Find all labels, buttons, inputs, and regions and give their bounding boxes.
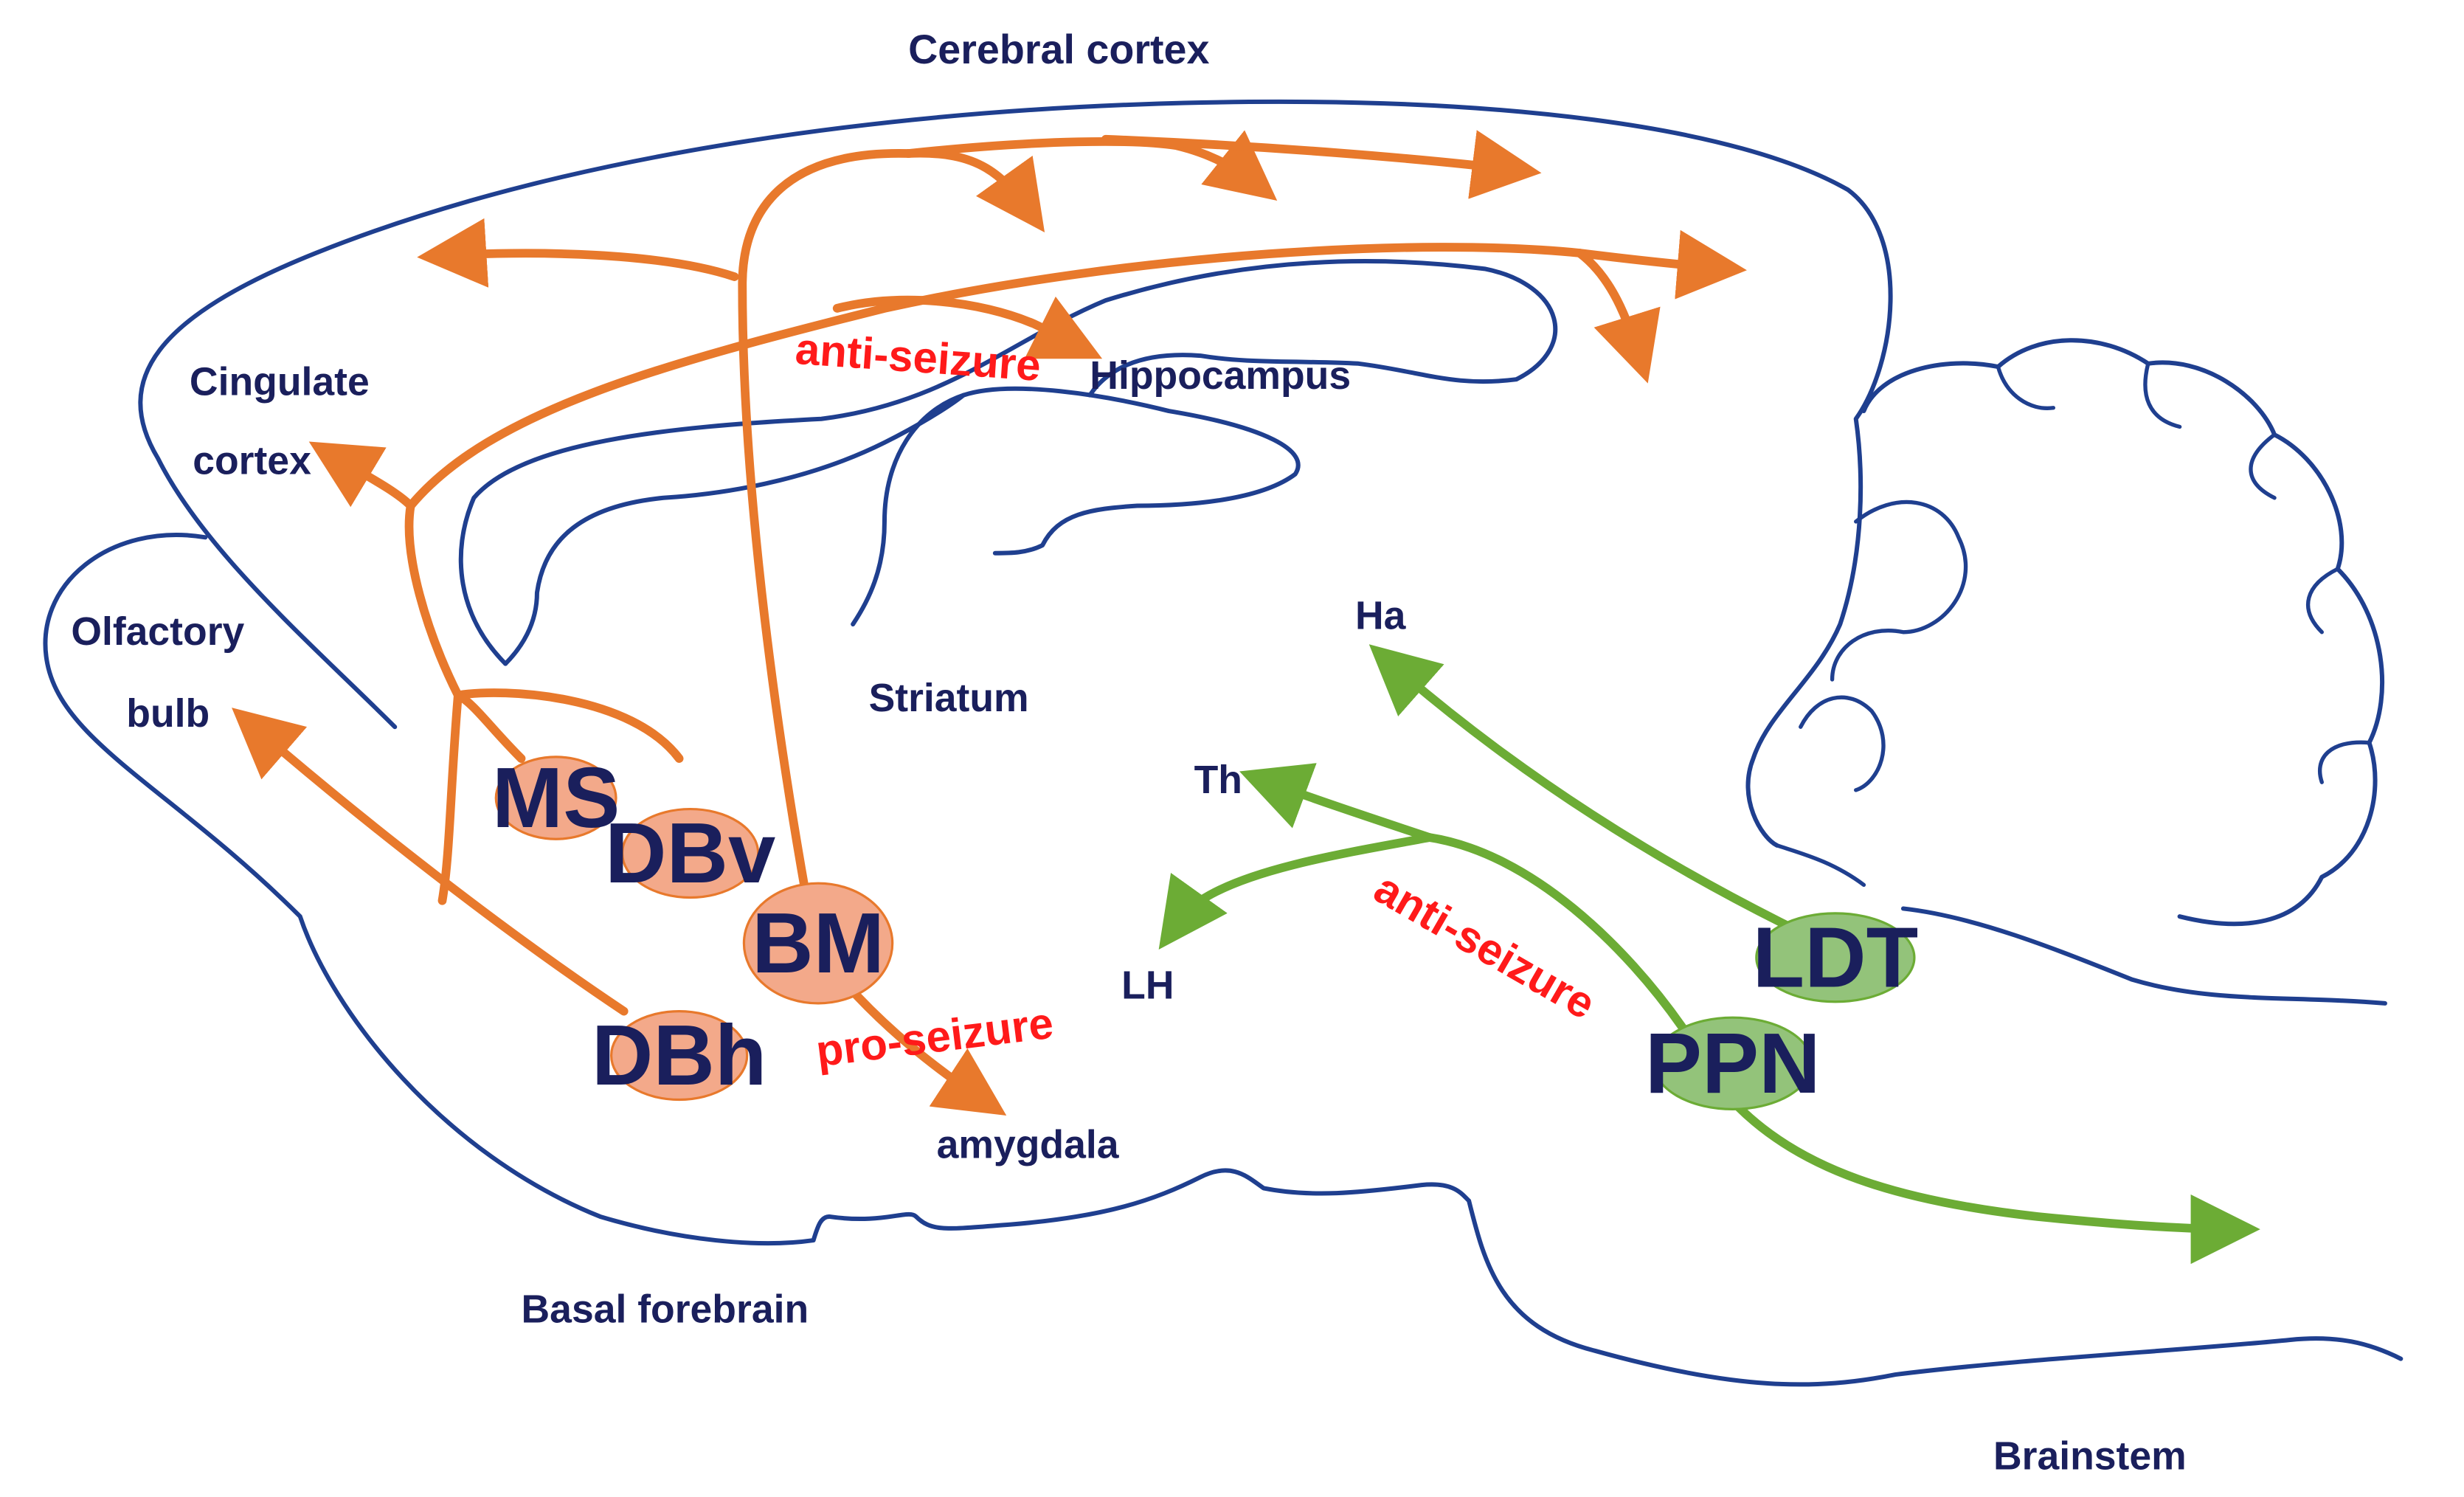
olfactory-bulb-outline (43, 533, 832, 1246)
ms-to-dbh-trunk (437, 691, 463, 905)
label-olfactory-line2: bulb (126, 692, 210, 736)
ventral-outline (827, 1168, 2404, 1387)
label-basal-forebrain: Basal forebrain (522, 1287, 809, 1331)
to-hippocampus (832, 295, 1103, 359)
brainstem-top-outline (1900, 906, 2387, 1006)
to-cortex-rostral (417, 218, 739, 288)
to-cortex-dorsal-3 (1101, 130, 1542, 199)
label-amygdala: amygdala (937, 1124, 1120, 1167)
label-cingulate-line2: cortex (193, 440, 311, 483)
nucleus-dbv: DBv (605, 806, 775, 901)
label-habenula: Ha (1355, 594, 1407, 637)
hippocampus-outline (851, 386, 1301, 627)
corpus-callosum-outline (458, 259, 1558, 666)
cingulum-bundle (406, 229, 1747, 511)
cortex-dorsal-outline (138, 99, 1893, 848)
bm-ascending (738, 149, 913, 897)
nucleus-ms: MS (492, 750, 620, 846)
ms-to-dbv-branch (454, 688, 684, 763)
ldt-to-habenula (1368, 644, 1790, 929)
brainstem-projections (1158, 644, 2260, 1265)
to-cortex-dorsal-2 (904, 130, 1278, 201)
brainstem-nuclei: LDT PPN (1645, 910, 1918, 1110)
cerebellum-folia-2 (1996, 362, 2372, 784)
label-brainstem: Brainstem (1993, 1435, 2187, 1479)
ppn-to-lateral-hypothalamus (1158, 833, 1434, 950)
nucleus-bm-label: BM (752, 896, 885, 991)
nucleus-dbv-shape (620, 807, 760, 899)
ppn-to-thalamus (1239, 763, 1434, 842)
nucleus-ms-shape (494, 756, 617, 840)
brain-outline (43, 99, 2404, 1387)
nucleus-bm: BM (742, 882, 894, 1005)
nucleus-ppn-shape (1653, 1016, 1813, 1110)
cerebellum-folia-1 (1830, 499, 1968, 682)
effect-hippocampus: anti-seizure (794, 324, 1042, 390)
nucleus-ldt-label: LDT (1753, 910, 1919, 1005)
cerebellum-outline (1861, 338, 2385, 927)
label-hippocampus: Hippocampus (1090, 354, 1351, 398)
ms-arc (454, 691, 526, 763)
forebrain-nuclei: MS DBv BM DBh (492, 750, 894, 1103)
ppn-ascending (1425, 833, 1687, 1031)
nucleus-ppn: PPN (1645, 1016, 1821, 1111)
nucleus-bm-shape (742, 882, 894, 1005)
basal-forebrain-projections (232, 130, 1747, 1116)
striatum-outline (503, 393, 966, 666)
nucleus-ldt-shape (1755, 912, 1916, 1003)
bm-to-amygdala (840, 978, 1007, 1116)
dbh-to-olfactory-bulb (232, 708, 629, 1016)
cingulum-descending (1575, 249, 1661, 384)
label-striatum: Striatum (869, 677, 1029, 720)
nucleus-dbv-label: DBv (605, 806, 775, 901)
to-cingulate-cortex (308, 441, 463, 700)
region-labels: Cerebral cortex Cingulate cortex Olfacto… (71, 27, 2186, 1479)
label-olfactory-line1: Olfactory (71, 610, 244, 654)
to-cortex-dorsal-1 (904, 148, 1045, 232)
cerebellum-folia-3 (1774, 695, 1886, 888)
nucleus-ms-label: MS (492, 750, 620, 846)
label-thalamus: Th (1194, 758, 1242, 802)
nucleus-dbh-shape (609, 1010, 749, 1102)
label-cerebral-cortex: Cerebral cortex (908, 27, 1209, 72)
ppn-descending (1733, 1102, 2260, 1265)
nucleus-dbh: DBh (592, 1008, 767, 1103)
effect-brainstem: anti-seizure (1366, 863, 1604, 1029)
nucleus-dbh-label: DBh (592, 1008, 767, 1103)
label-lateral-hypothalamus: LH (1121, 964, 1174, 1007)
nucleus-ldt: LDT (1753, 910, 1919, 1005)
nucleus-ppn-label: PPN (1645, 1016, 1821, 1111)
label-cingulate-line1: Cingulate (190, 361, 370, 404)
